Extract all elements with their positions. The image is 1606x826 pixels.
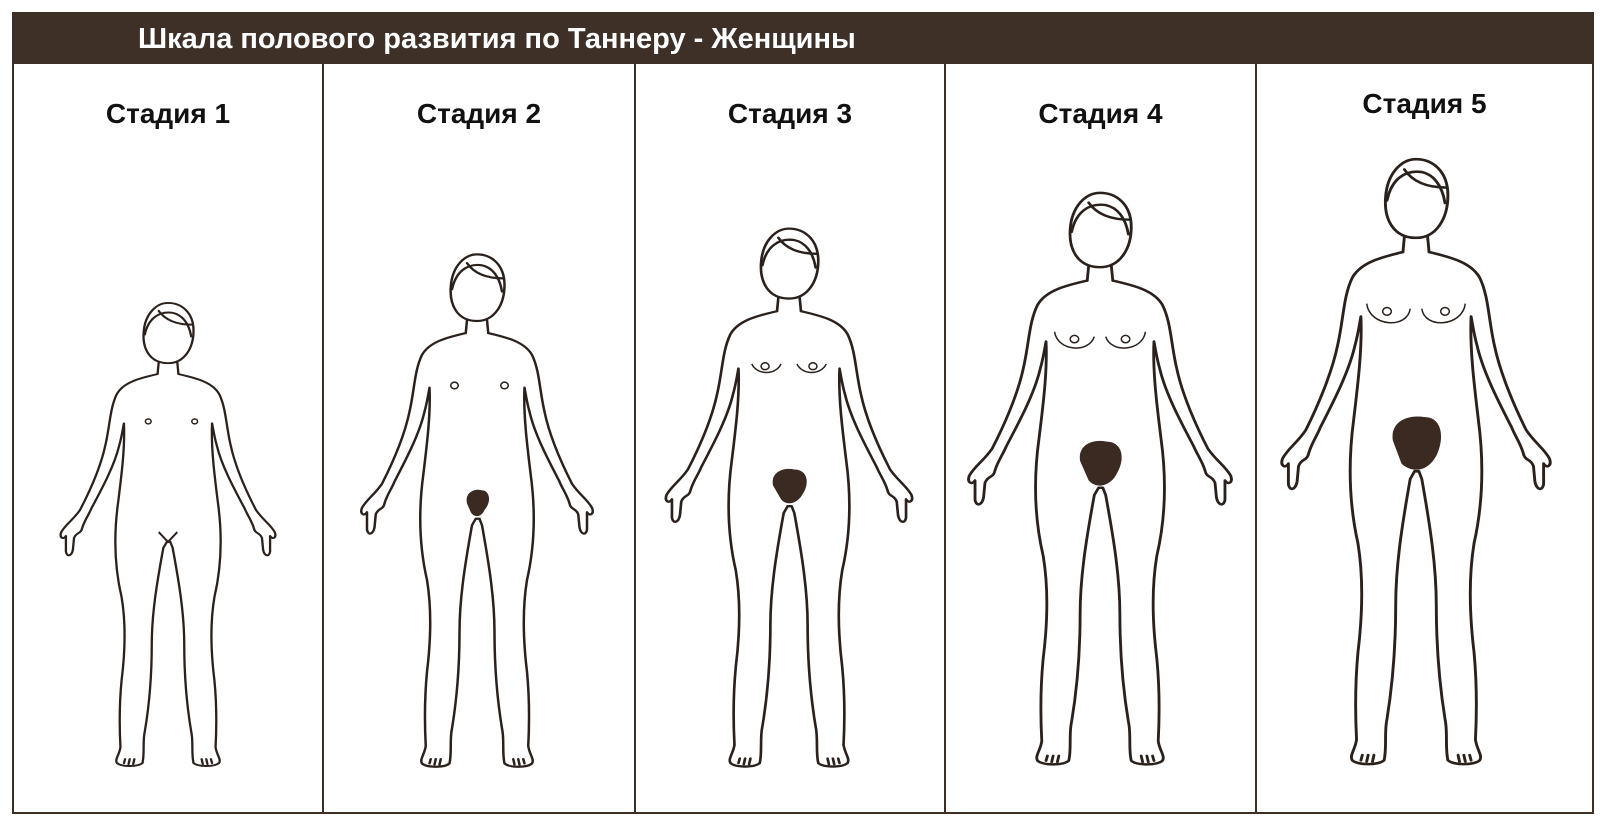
chart-header: Шкала полового развития по Таннеру - Жен…	[14, 14, 1592, 64]
nipple-mark	[145, 419, 151, 424]
nipple-mark	[761, 363, 769, 370]
pubic-hair	[1393, 417, 1442, 470]
stage-panel-4: Стадия 4	[946, 64, 1255, 812]
stage-panel-1: Стадия 1	[14, 64, 322, 812]
nipple-mark	[1121, 335, 1130, 342]
female-figure-stage-4	[958, 188, 1242, 768]
nipple-mark	[192, 419, 198, 424]
breast-outline	[797, 364, 826, 373]
stage-panel-3: Стадия 3	[636, 64, 944, 812]
pubic-line	[159, 532, 178, 542]
stage-label: Стадия 4	[946, 98, 1255, 130]
stage-panel-2: Стадия 2	[324, 64, 634, 812]
breast-outline	[1055, 332, 1095, 348]
tanner-chart-frame: Шкала полового развития по Таннеру - Жен…	[12, 12, 1594, 814]
female-figure-stage-1	[52, 299, 284, 769]
nipple-mark	[809, 363, 817, 370]
female-figure-stage-3	[656, 224, 922, 770]
stage-label: Стадия 1	[14, 98, 322, 130]
nipple-mark	[1441, 308, 1450, 316]
chart-title: Шкала полового развития по Таннеру - Жен…	[138, 22, 856, 56]
stage-label: Стадия 2	[324, 98, 634, 130]
stage-label: Стадия 3	[636, 98, 944, 130]
nipple-mark	[1070, 335, 1079, 342]
nipple-mark	[1383, 308, 1392, 316]
pubic-hair	[773, 469, 807, 503]
breast-outline	[1422, 304, 1466, 323]
female-figure-stage-2	[352, 250, 602, 770]
nipple-mark	[451, 382, 459, 389]
breast-outline	[1106, 332, 1146, 348]
stage-label: Стадия 5	[1257, 88, 1592, 120]
stage-panel-5: Стадия 5	[1257, 64, 1592, 812]
breast-outline	[1367, 304, 1411, 323]
pubic-hair	[1080, 441, 1122, 486]
female-figure-stage-5	[1271, 154, 1561, 768]
breast-outline	[752, 364, 781, 373]
nipple-mark	[501, 382, 509, 389]
pubic-hair	[467, 490, 489, 516]
